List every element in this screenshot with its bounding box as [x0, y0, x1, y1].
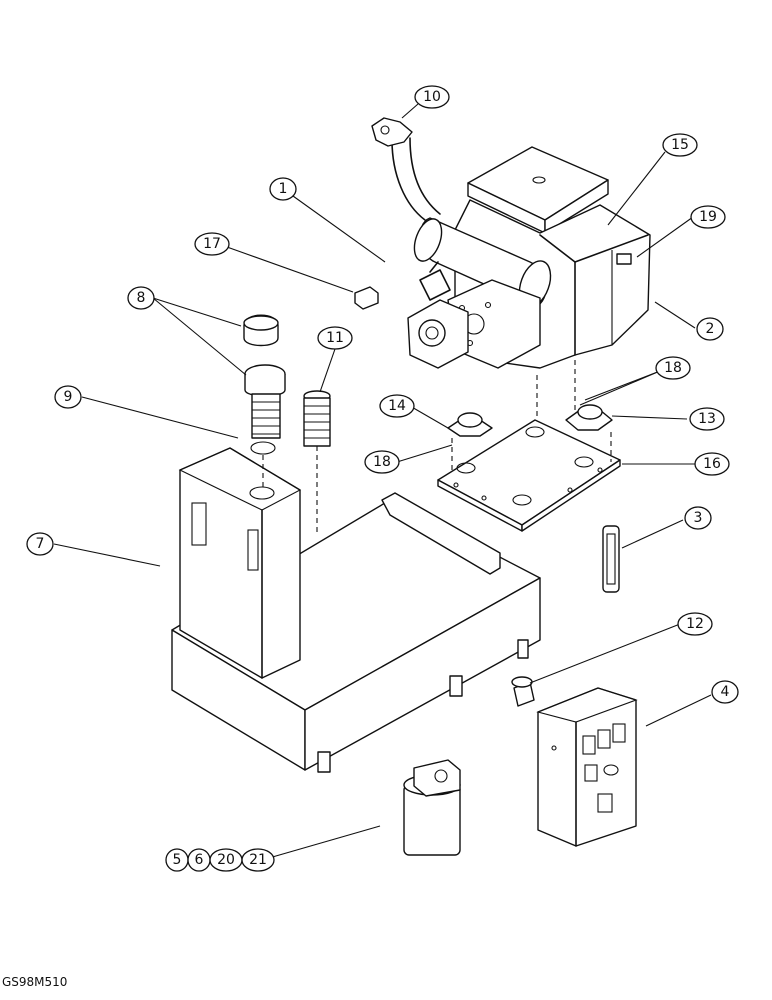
svg-text:13: 13	[698, 411, 716, 427]
callout-6: 6	[187, 848, 211, 872]
reservoir-tank	[171, 447, 541, 773]
svg-text:20: 20	[217, 852, 235, 868]
svg-text:2: 2	[706, 321, 715, 337]
callout-12: 12	[677, 612, 713, 636]
motor-pump-assembly	[371, 117, 651, 369]
svg-text:4: 4	[721, 684, 730, 700]
strainer-filters	[243, 286, 379, 455]
callout-5: 5	[165, 848, 189, 872]
svg-text:9: 9	[64, 389, 73, 405]
svg-text:1: 1	[279, 181, 288, 197]
svg-text:17: 17	[203, 236, 221, 252]
callout-8: 8	[127, 286, 155, 310]
svg-text:16: 16	[703, 456, 721, 472]
callout-11: 11	[317, 326, 353, 350]
callout-18-top: 18	[655, 356, 691, 380]
svg-text:6: 6	[195, 852, 204, 868]
svg-text:10: 10	[423, 89, 441, 105]
callout-7: 7	[26, 532, 54, 556]
callout-18-bottom: 18	[364, 450, 400, 474]
spin-on-filter	[403, 759, 461, 856]
svg-text:15: 15	[671, 137, 689, 153]
sight-gauge	[602, 525, 620, 593]
svg-text:18: 18	[664, 360, 682, 376]
mounting-plate	[437, 419, 621, 532]
callout-1: 1	[269, 177, 297, 201]
assembly-lines	[262, 360, 612, 535]
callout-19: 19	[690, 205, 726, 229]
callout-17: 17	[194, 232, 230, 256]
svg-text:8: 8	[137, 290, 146, 306]
control-box	[536, 687, 638, 847]
callout-21: 21	[241, 848, 275, 872]
callout-13: 13	[689, 407, 725, 431]
callout-20: 20	[209, 848, 243, 872]
callout-14: 14	[379, 394, 415, 418]
callout-9: 9	[54, 385, 82, 409]
callout-3: 3	[684, 506, 712, 530]
svg-text:19: 19	[699, 209, 717, 225]
callout-15: 15	[662, 133, 698, 157]
svg-text:12: 12	[686, 616, 704, 632]
svg-text:3: 3	[694, 510, 703, 526]
svg-text:14: 14	[388, 398, 406, 414]
callout-16: 16	[694, 452, 730, 476]
svg-text:11: 11	[326, 330, 344, 346]
drawing-id: GS98M510	[2, 975, 68, 989]
svg-text:7: 7	[36, 536, 45, 552]
callout-2: 2	[696, 317, 724, 341]
breather	[511, 676, 535, 707]
callout-10: 10	[414, 85, 450, 109]
svg-text:18: 18	[373, 454, 391, 470]
vibration-isolators	[447, 404, 613, 437]
leader-lines	[53, 103, 712, 861]
svg-text:21: 21	[249, 852, 267, 868]
svg-text:5: 5	[173, 852, 182, 868]
callout-4: 4	[711, 680, 739, 704]
